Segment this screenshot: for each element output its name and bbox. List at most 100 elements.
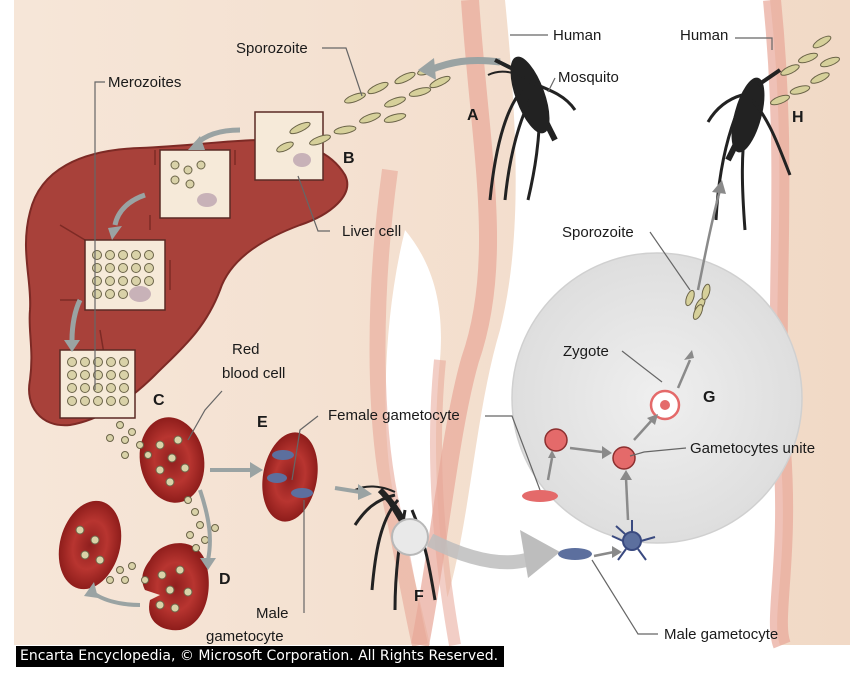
merozoite	[212, 525, 219, 532]
merozoite	[91, 536, 99, 544]
label-male-gametocyte: Male gametocyte	[664, 626, 778, 643]
merozoite	[145, 264, 154, 273]
merozoite	[171, 176, 179, 184]
merozoite	[156, 441, 164, 449]
merozoite	[184, 166, 192, 174]
merozoite	[94, 397, 103, 406]
merozoite	[193, 545, 200, 552]
merozoite	[107, 577, 114, 584]
merozoite	[68, 371, 77, 380]
merozoite	[176, 566, 184, 574]
merozoite	[122, 577, 129, 584]
merozoite	[76, 526, 84, 534]
merozoite	[119, 277, 128, 286]
merozoite	[106, 277, 115, 286]
merozoite	[181, 464, 189, 472]
female-gametocyte	[522, 490, 558, 502]
merozoite	[187, 532, 194, 539]
merozoite	[93, 251, 102, 260]
merozoite	[122, 437, 129, 444]
female-gamete	[545, 429, 567, 451]
merozoite	[129, 563, 136, 570]
merozoite	[81, 371, 90, 380]
merozoite	[132, 251, 141, 260]
merozoite	[119, 264, 128, 273]
merozoite	[186, 180, 194, 188]
merozoite	[122, 452, 129, 459]
male-gametocyte-oval	[558, 548, 592, 560]
merozoite	[156, 466, 164, 474]
merozoite	[145, 277, 154, 286]
merozoite	[120, 397, 129, 406]
label-human-right: Human	[680, 27, 728, 44]
merozoite	[93, 290, 102, 299]
merozoite	[158, 571, 166, 579]
label-male: Male	[256, 605, 289, 622]
merozoite	[184, 588, 192, 596]
merozoite	[107, 397, 116, 406]
merozoite	[168, 454, 176, 462]
merozoite	[197, 161, 205, 169]
merozoite	[197, 522, 204, 529]
label-gametocytes-unite: Gametocytes unite	[690, 440, 815, 457]
merozoite	[132, 277, 141, 286]
merozoite	[145, 251, 154, 260]
merozoite	[171, 604, 179, 612]
stage-letter-e: E	[257, 414, 268, 431]
merozoite	[106, 290, 115, 299]
merozoite	[106, 264, 115, 273]
merozoite	[120, 358, 129, 367]
merozoite	[81, 551, 89, 559]
merozoite	[81, 358, 90, 367]
merozoite	[107, 358, 116, 367]
merozoite	[185, 497, 192, 504]
label-zygote: Zygote	[563, 343, 609, 360]
merozoite	[107, 435, 114, 442]
label-human-left: Human	[553, 27, 601, 44]
merozoite	[119, 251, 128, 260]
merozoite	[117, 422, 124, 429]
merozoite	[166, 586, 174, 594]
merozoite	[132, 264, 141, 273]
merozoite	[96, 556, 104, 564]
stage-letter-h: H	[792, 109, 804, 126]
merozoite	[93, 277, 102, 286]
merozoite	[129, 429, 136, 436]
merozoite	[202, 537, 209, 544]
label-mosquito: Mosquito	[558, 69, 619, 86]
label-sporozoite-top: Sporozoite	[236, 40, 308, 57]
merozoite	[107, 371, 116, 380]
merozoite	[120, 384, 129, 393]
label-blood-cell: blood cell	[222, 365, 285, 382]
zygote-cell	[651, 391, 679, 419]
stage-letter-g: G	[703, 389, 715, 406]
merozoite	[68, 358, 77, 367]
merozoite	[171, 161, 179, 169]
stage-letter-a: A	[467, 107, 479, 124]
merozoite	[166, 478, 174, 486]
merozoite	[68, 397, 77, 406]
merozoite	[119, 290, 128, 299]
liver-cell-2	[160, 150, 230, 218]
merozoite	[192, 509, 199, 516]
merozoite	[107, 384, 116, 393]
label-merozoites: Merozoites	[108, 74, 181, 91]
label-female-gametocyte: Female gametocyte	[328, 407, 460, 424]
stage-letter-c: C	[153, 392, 165, 409]
merozoite	[81, 384, 90, 393]
label-sporozoite-mid: Sporozoite	[562, 224, 634, 241]
merozoite	[120, 371, 129, 380]
merozoite	[142, 577, 149, 584]
merozoite	[106, 251, 115, 260]
gametes-uniting	[613, 447, 635, 469]
merozoite	[156, 601, 164, 609]
merozoite	[81, 397, 90, 406]
merozoite	[174, 436, 182, 444]
mosquito-stomach-magnifier	[392, 519, 428, 555]
merozoite	[137, 442, 144, 449]
merozoite	[93, 264, 102, 273]
label-gametocyte: gametocyte	[206, 628, 284, 645]
stage-letter-b: B	[343, 150, 355, 167]
